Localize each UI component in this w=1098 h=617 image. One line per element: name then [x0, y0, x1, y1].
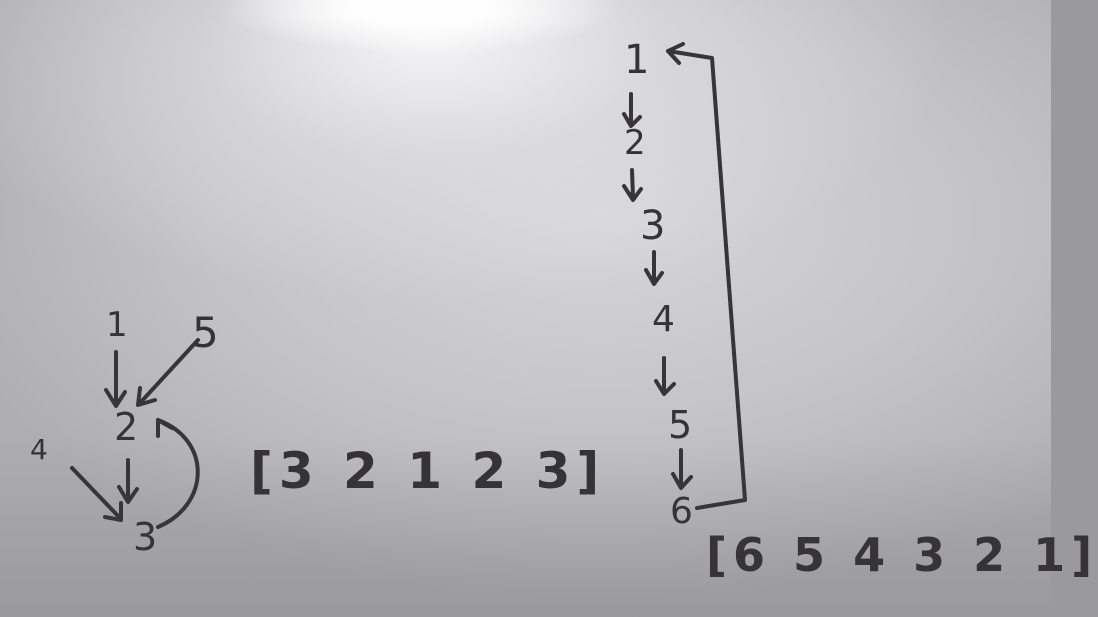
left-arrows	[70, 338, 200, 529]
arrow-5-to-2	[136, 338, 200, 407]
right-node-6: 6	[670, 491, 693, 532]
right-node-1: 1	[624, 37, 650, 83]
arrow-1-to-2	[104, 350, 127, 408]
right-node-2: 2	[624, 123, 646, 163]
left-node-3: 3	[133, 515, 158, 559]
drawn-arrows	[70, 42, 747, 529]
arrow-2-to-3	[622, 168, 643, 202]
return-loop-6-to-1	[666, 42, 747, 510]
arrow-1-to-2	[622, 92, 642, 128]
arrow-3-to-4	[644, 250, 664, 286]
right-array: [6 5 4 3 2 1]	[706, 528, 1098, 582]
left-node-2: 2	[114, 405, 139, 449]
left-array: [3 2 1 2 3]	[250, 442, 606, 500]
arrow-5-to-6	[671, 448, 693, 490]
left-node-1: 1	[106, 305, 128, 345]
arrow-3-to-2-curve	[156, 418, 200, 529]
right-arrows	[622, 42, 747, 510]
arrow-4-to-5	[654, 356, 676, 396]
left-node-4: 4	[30, 433, 48, 466]
right-node-3: 3	[640, 203, 666, 249]
arrow-4-to-3	[70, 466, 123, 522]
left-node-5: 5	[192, 308, 219, 357]
arrow-2-to-3	[117, 458, 139, 504]
right-node-5: 5	[668, 403, 693, 447]
right-node-4: 4	[652, 299, 675, 340]
